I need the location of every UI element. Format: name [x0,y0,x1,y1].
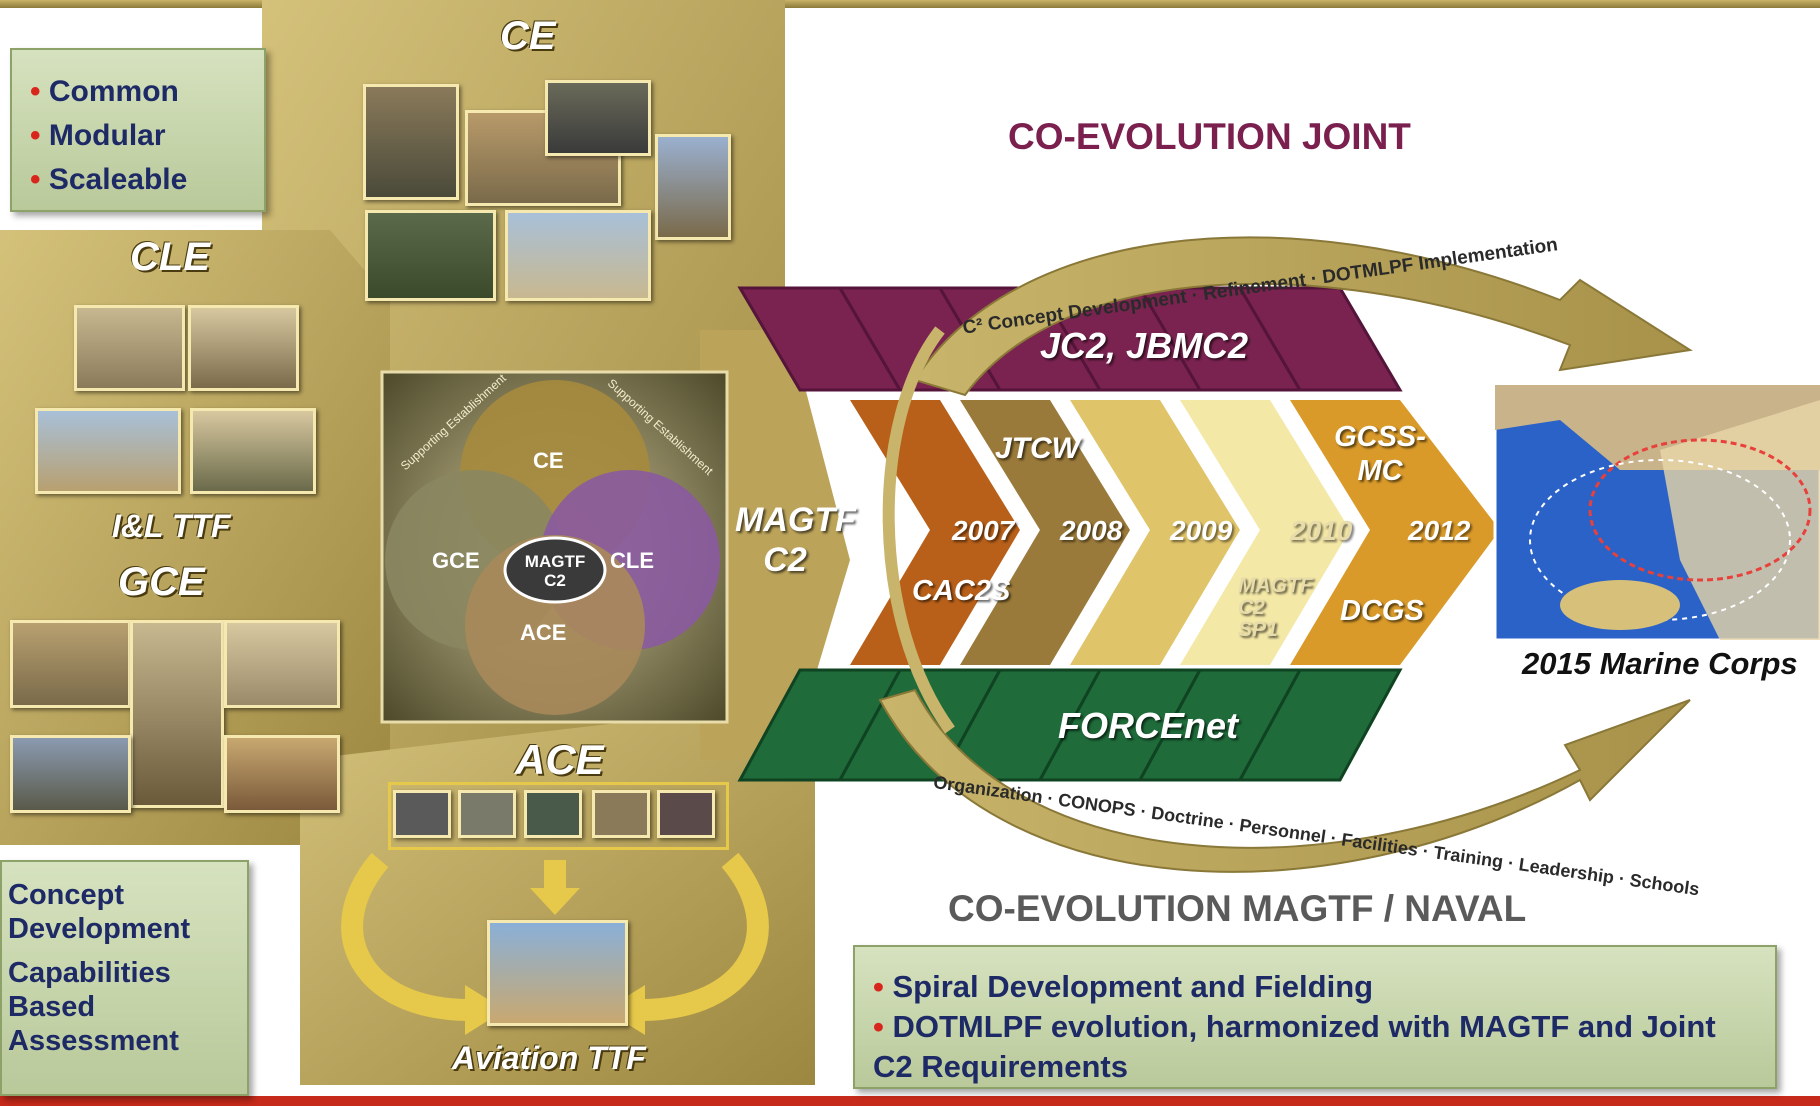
bottom-border [0,1096,1820,1106]
circle-arc-left [882,326,955,734]
magtf-c2-label: MAGTF C2 [735,501,856,579]
cle-photo-3 [35,408,181,494]
bullet-modular: • Modular [30,119,166,152]
co-evolution-naval-heading: CO-EVOLUTION MAGTF / NAVAL [948,888,1527,929]
bullet-dotmlpf: • DOTMLPF evolution, harmonized with MAG… [873,1009,1716,1084]
bottom-arc-arrow [878,688,1691,873]
venn-ce-label: CE [533,448,564,473]
gce-photo-1 [10,620,131,708]
cle-photo-4 [190,408,316,494]
year-2007: 2007 [952,515,1015,546]
cba-text: Capabilities Based Assessment [8,957,179,1057]
magtf-hex [700,330,850,760]
ce-photo-3 [545,80,651,156]
venn-cle-label: CLE [610,548,654,573]
cle-title: CLE [130,235,210,279]
forcenet-label: FORCEnet [1058,705,1238,746]
chevron-2008 [960,400,1130,665]
cle-photo-1 [74,305,185,391]
ce-photo-4 [655,134,731,240]
ce-title: CE [500,14,556,58]
gce-photo-4 [10,735,131,813]
dcgs-label: DCGS [1340,595,1424,627]
venn-gce-label: GCE [432,548,480,573]
ace-title: ACE [515,736,604,783]
gce-title: GCE [118,560,205,604]
venn-center-label: MAGTF C2 [524,552,586,590]
cac2s-label: CAC2S [912,575,1011,607]
year-2009: 2009 [1170,515,1233,546]
year-2008: 2008 [1060,515,1123,546]
ace-photo-4 [592,790,650,838]
ace-photo-1 [393,790,451,838]
year-2012: 2012 [1408,515,1471,546]
jtcw-label: JTCW [995,432,1080,465]
left-top-box: • Common • Modular • Scaleable [10,48,266,212]
gce-photo-3 [224,620,340,708]
il-ttf-title: I&L TTF [112,508,231,544]
year-2010: 2010 [1290,515,1353,546]
gce-photo-2 [130,620,224,808]
chevron-2012 [1290,400,1500,665]
ace-photo-5 [657,790,715,838]
bullet-spiral: • Spiral Development and Fielding [873,969,1374,1004]
ace-photo-3 [524,790,582,838]
ce-photo-5 [365,210,496,301]
ce-photo-6 [505,210,651,301]
chevron-2010 [1180,400,1350,665]
ace-loop-right [639,852,769,1021]
concept-development-text: Concept Development [8,879,191,945]
sp1-label: MAGTF C2 SP1 [1238,574,1313,641]
ace-photo-2 [458,790,516,838]
cle-photo-2 [188,305,299,391]
aviation-ttf-photo [487,920,628,1026]
bottom-right-box: • Spiral Development and Fielding • DOTM… [853,945,1777,1089]
gcss-label: GCSS-MC [1334,421,1426,487]
jc2-label: JC2, JBMC2 [1040,325,1249,366]
bullet-scaleable: • Scaleable [30,163,188,196]
chevron-2009 [1070,400,1240,665]
venn-center [503,536,607,604]
top-arc-arrow [913,236,1693,397]
venn-ace-label: ACE [520,620,567,645]
bottom-left-box: Concept Development Capabilities Based A… [0,860,249,1096]
ace-loop-left [341,852,471,1021]
top-border [0,0,1820,8]
ce-photo-1 [363,84,459,200]
aviation-ttf-title: Aviation TTF [452,1040,646,1076]
co-evolution-joint-heading: CO-EVOLUTION JOINT [1008,116,1411,157]
bullet-common: • Common [30,75,179,108]
gce-photo-5 [224,735,340,813]
map-caption: 2015 Marine Corps [1522,646,1798,681]
ace-photo-strip [388,782,729,850]
